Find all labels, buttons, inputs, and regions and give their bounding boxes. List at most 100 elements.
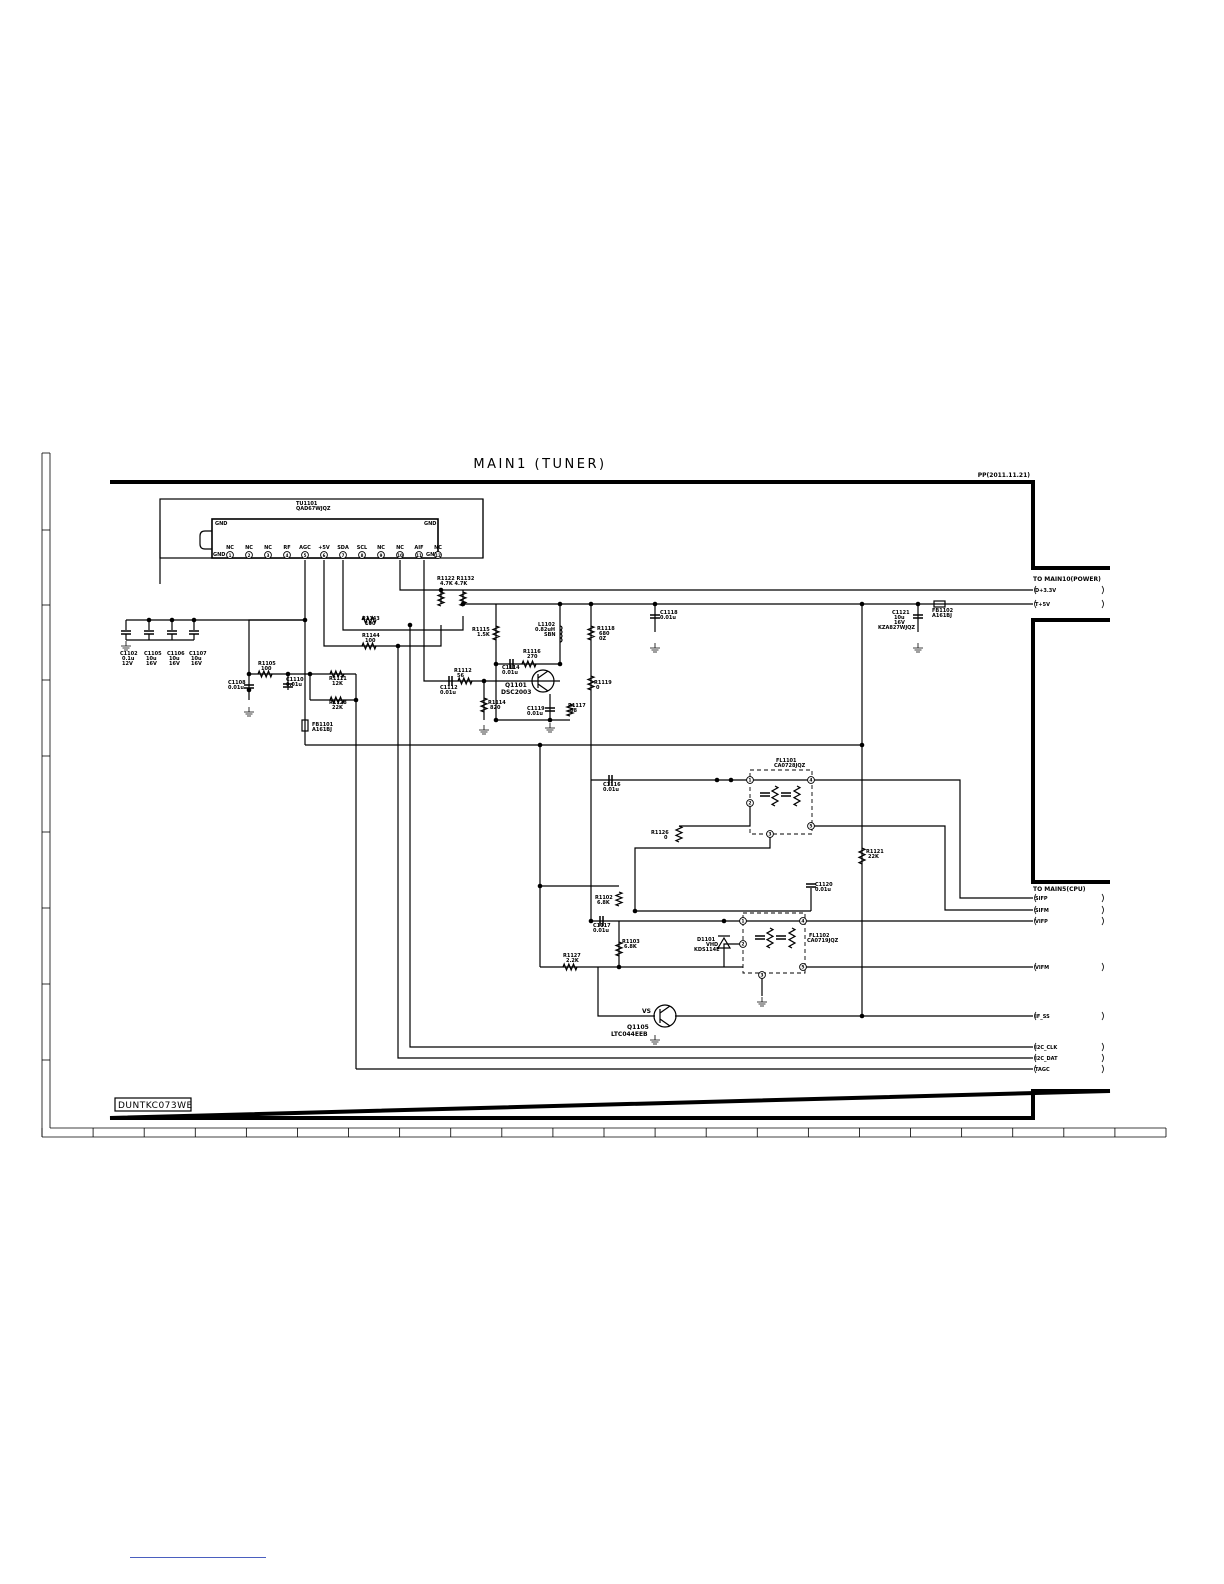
r1114-label: R1114 [488, 700, 506, 706]
c1121-part: KZA827WJQZ [878, 625, 915, 631]
connector-signal-label: SIFM [1035, 908, 1049, 914]
tuner-pin-number: 10 [397, 553, 403, 558]
connector-pin-bracket [1034, 1042, 1037, 1052]
c1116-value: 0.01u [603, 787, 619, 793]
tuner-pin-number: 6 [323, 553, 326, 558]
c1114-label: C1114 [502, 665, 520, 671]
junction-dot [588, 601, 594, 607]
inductor-glyph [559, 625, 563, 643]
fb1102-label: FB1102 [932, 608, 954, 614]
board-outline [109, 480, 1111, 1120]
c1120-label: C1120 [815, 882, 833, 888]
tuner-gnd-label: GND [424, 521, 436, 527]
ground-icon [650, 643, 660, 653]
tuner-gnd-label: GND [215, 521, 227, 527]
c1102-volt: 12V [122, 661, 133, 667]
resistor-glyph [614, 891, 624, 907]
connector-power-title: TO MAIN10(POWER) [1033, 576, 1101, 583]
resistor-glyph [787, 927, 797, 949]
l1102-label: L1102 [538, 622, 556, 628]
r1112-label: R1112 [454, 668, 472, 674]
filter-pin-number: 4 [809, 778, 812, 784]
c1117-label: C1117 [593, 923, 611, 929]
r1144-value: 100 [365, 638, 376, 644]
tuner-pin-number: 3 [267, 553, 270, 558]
resistor-glyph [457, 676, 473, 686]
junction-dot [302, 617, 308, 623]
ground-icon [757, 997, 767, 1007]
r1102-label: R1102 [595, 895, 613, 901]
connector-pin-bracket [1101, 916, 1104, 926]
resistor-glyph [562, 962, 578, 972]
tuner-pin-name: AGC [299, 545, 311, 551]
connector-power: TO MAIN10(POWER) [1033, 576, 1101, 583]
resistor-glyph [614, 941, 624, 957]
filter-pin-circle [746, 776, 754, 784]
tuner-pin-circle [226, 551, 234, 559]
junction-dot [616, 964, 622, 970]
c1112-value: 0.01u [440, 690, 456, 696]
filter-pin-circle [739, 940, 747, 948]
connector-signal-label: T+5V [1035, 602, 1050, 608]
fb1102-value: A161BJ [932, 613, 952, 619]
ferrite-bead-glyph [301, 719, 309, 732]
connector-pin-bracket [1101, 599, 1104, 609]
r1102-value: 6.8K [597, 900, 611, 906]
tuner-pin-circle [415, 551, 423, 559]
r1128-value: 22K [332, 705, 344, 711]
connector-pin-bracket [1034, 1064, 1037, 1074]
r1143-label: R1143 [362, 616, 380, 622]
c1105-volt: 16V [146, 661, 157, 667]
filter-pin-number: 1 [748, 778, 751, 784]
tuner-pin-name: NC [245, 545, 253, 551]
connector-pin-bracket [1101, 1053, 1104, 1063]
q1105-value: LTC044EEB [611, 1031, 648, 1038]
ground-icon [545, 723, 555, 733]
connector-cpu: TO MAIN5(CPU) [1033, 886, 1086, 893]
r1119-label: R1119 [594, 680, 612, 686]
junction-dot [353, 697, 359, 703]
filter-pin-number: 4 [801, 919, 804, 925]
fl1101-label: FL1101 [776, 758, 797, 764]
d1101-value: VHD [706, 942, 718, 948]
r1115-label: R1115 [472, 627, 490, 633]
d1101-label: D1101 [697, 937, 716, 943]
tuner-pin-name: NC [264, 545, 272, 551]
tuner-pin-circle [264, 551, 272, 559]
junction-dot [395, 643, 401, 649]
q1105-vs: VS [642, 1008, 651, 1015]
connector-pin-bracket [1034, 905, 1037, 915]
filter-pin-circle [739, 917, 747, 925]
r1118-label: R1118 [597, 626, 615, 632]
connector-signal-label: VIFM [1035, 965, 1049, 971]
connector-pin-bracket [1101, 1064, 1104, 1074]
c1108-value: 0.01u [228, 685, 244, 691]
filter-pin-circle [799, 963, 807, 971]
resistor-glyph [329, 695, 345, 705]
l1102-value: 0.82uH [535, 627, 555, 633]
tuner-pin-number: 7 [342, 553, 345, 558]
junction-dot [246, 687, 252, 693]
resistor-glyph [586, 625, 596, 641]
junction-dot [481, 678, 487, 684]
fl1102-value: CA0719JQZ [807, 938, 839, 944]
resistor-glyph [674, 825, 684, 843]
junction-dot [246, 671, 252, 677]
c1121-value: 10u [894, 615, 905, 621]
junction-dot [652, 601, 658, 607]
q1101-label: Q1101 [505, 682, 527, 689]
filter-pin-number: 2 [741, 942, 744, 948]
tuner-pin-name: NC [377, 545, 385, 551]
junction-dot [859, 1013, 865, 1019]
fl1101-value: CA0728JQZ [774, 763, 806, 769]
c1102-value: 0.1u [122, 656, 135, 662]
resistor-glyph [857, 847, 867, 865]
junction-dot [588, 918, 594, 924]
resistor-glyph [765, 927, 775, 949]
junction-dot [632, 908, 638, 914]
tuner-ref: TU1101 [296, 501, 318, 507]
resistor-glyph [491, 625, 501, 641]
resistor-glyph [565, 703, 575, 717]
connector-pin-bracket [1034, 893, 1037, 903]
junction-dot [557, 661, 563, 667]
